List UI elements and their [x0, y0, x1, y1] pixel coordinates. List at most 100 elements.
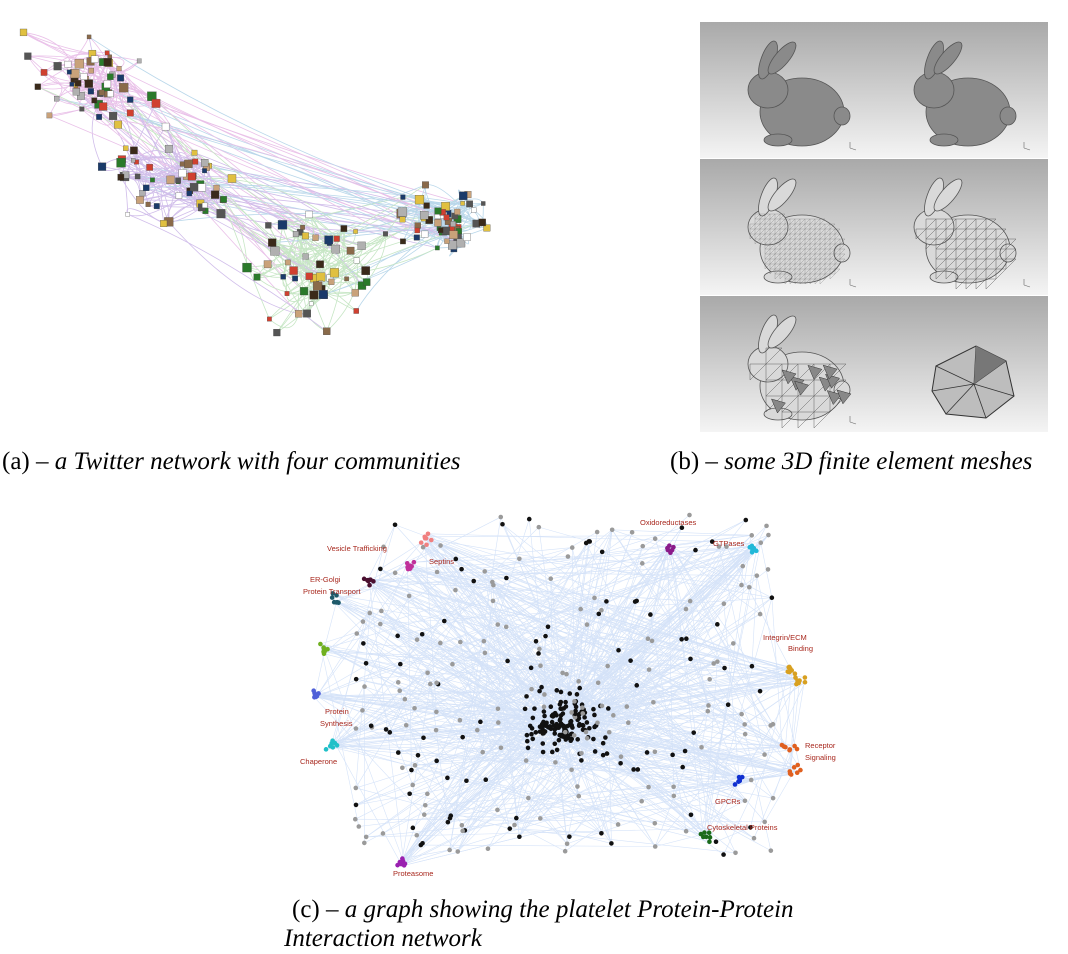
twitter-node: [53, 62, 62, 71]
twitter-node: [399, 216, 406, 223]
ppi-node: [352, 816, 358, 822]
twitter-node: [270, 246, 280, 256]
ppi-node: [683, 828, 689, 834]
twitter-node: [362, 278, 371, 286]
ppi-node: [503, 624, 509, 630]
ppi-node: [743, 517, 749, 523]
ppi-node: [652, 820, 658, 826]
ppi-node: [541, 730, 546, 736]
ppi-node: [757, 688, 763, 694]
twitter-node: [216, 209, 226, 219]
twitter-node: [103, 58, 112, 67]
ppi-node: [576, 723, 582, 728]
bunny-shape: [747, 177, 851, 285]
twitter-node: [263, 260, 272, 269]
ppi-node: [392, 522, 398, 528]
ppi-node: [795, 762, 801, 768]
ppi-node: [679, 525, 685, 531]
ppi-node: [580, 705, 585, 710]
ppi-node: [524, 732, 530, 738]
ppi-node: [392, 570, 398, 576]
ppi-node: [634, 683, 640, 688]
ppi-node: [749, 533, 755, 538]
ppi-node: [353, 802, 359, 808]
twitter-node: [200, 159, 209, 167]
twitter-node: [313, 281, 323, 291]
ppi-node: [679, 637, 684, 642]
cluster-label: Vesicle Trafficking: [327, 544, 387, 553]
ppi-node: [424, 542, 429, 548]
ppi-node: [716, 544, 722, 549]
ppi-node: [574, 692, 580, 697]
ppi-node: [748, 825, 753, 830]
ppi-node: [560, 670, 565, 676]
cluster-label: Integrin/ECM: [763, 633, 807, 642]
twitter-node: [87, 88, 94, 95]
ppi-node: [576, 679, 581, 684]
ppi-node: [639, 561, 645, 566]
twitter-node: [109, 111, 118, 120]
twitter-node: [277, 220, 288, 230]
twitter-node: [312, 234, 319, 241]
ppi-node: [505, 658, 510, 664]
ppi-node: [651, 699, 656, 705]
ppi-node: [554, 688, 560, 693]
ppi-node: [434, 680, 439, 686]
twitter-node: [344, 276, 349, 282]
ppi-node: [400, 858, 406, 864]
ppi-node: [739, 711, 744, 717]
ppi-node: [482, 650, 488, 656]
ppi-node: [562, 729, 568, 735]
ppi-node: [787, 769, 793, 774]
ppi-node: [564, 671, 569, 677]
ppi-node: [420, 840, 425, 846]
ppi-node: [381, 544, 386, 550]
ppi-node: [757, 611, 763, 617]
ppi-node: [592, 712, 597, 718]
ppi-node: [367, 582, 372, 588]
cluster-label: GPCRs: [715, 797, 741, 806]
twitter-node: [466, 200, 473, 208]
twitter-node: [192, 158, 199, 165]
ppi-nodes: [311, 512, 808, 868]
ppi-node: [725, 702, 731, 707]
twitter-node: [305, 210, 313, 219]
caption-b: (b) – some 3D finite element meshes: [670, 448, 1032, 476]
ppi-node: [575, 737, 581, 742]
twitter-node: [145, 201, 151, 207]
ppi-node: [665, 545, 670, 551]
ppi-node: [547, 724, 553, 729]
twitter-node: [74, 59, 85, 69]
twitter-node: [471, 207, 477, 213]
ppi-node: [329, 595, 335, 600]
twitter-node: [265, 222, 272, 229]
twitter-node: [284, 291, 290, 296]
ppi-node: [606, 729, 612, 735]
ppi-node: [549, 719, 555, 725]
ppi-node: [410, 825, 416, 831]
ppi-node: [459, 822, 465, 828]
twitter-node: [151, 99, 161, 108]
ppi-node: [383, 727, 389, 732]
ppi-node: [563, 733, 569, 739]
ppi-node: [599, 607, 604, 613]
ppi-node: [398, 661, 403, 667]
ppi-node: [363, 661, 369, 666]
cluster-label: Protein: [325, 707, 349, 716]
ppi-node: [438, 543, 443, 548]
ppi-node: [380, 831, 386, 836]
ppi-node: [683, 606, 689, 612]
ppi-node: [517, 556, 522, 562]
ppi-node: [529, 686, 534, 692]
ppi-node: [524, 738, 530, 744]
ppi-node: [554, 721, 559, 727]
ppi-node: [395, 750, 401, 755]
ppi-node: [770, 795, 776, 801]
ppi-node: [530, 715, 536, 721]
twitter-node: [24, 52, 32, 60]
twitter-node: [353, 257, 360, 264]
ppi-node: [471, 578, 477, 584]
ppi-node: [652, 749, 658, 755]
ppi-node: [318, 641, 323, 647]
twitter-node: [324, 235, 334, 245]
